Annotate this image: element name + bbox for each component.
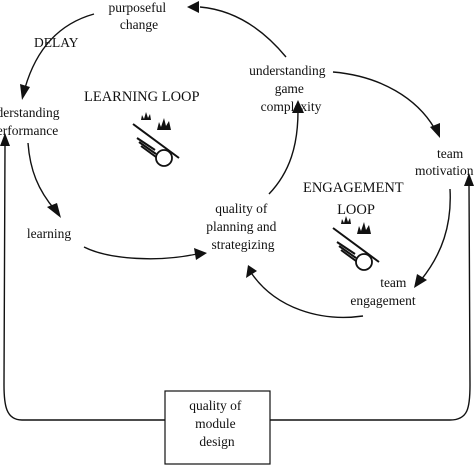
arrowhead-understanding-performance-from-design — [0, 133, 10, 146]
arrowhead-purposeful-change — [187, 1, 199, 13]
arrowhead-understanding-complexity — [292, 100, 304, 113]
link-module-design-to-motivation — [270, 183, 471, 421]
arrowhead-planning-from-engagement — [246, 265, 257, 278]
link-module-design-to-performance — [3, 144, 165, 421]
link-learning-to-planning — [83, 246, 198, 260]
node-quality-of-planning: quality of planning and strategizing — [206, 201, 280, 252]
node-learning: learning — [27, 226, 71, 241]
link-engagement-to-planning — [251, 273, 364, 319]
link-motivation-to-engagement — [420, 188, 451, 281]
node-understanding-performance: understanding performance — [0, 105, 63, 138]
snowball-rolling-downhill-icon — [132, 112, 180, 167]
arrowhead-understanding-performance — [20, 84, 30, 100]
link-planning-to-complexity — [268, 110, 299, 195]
learning-loop-title: LEARNING LOOP — [84, 89, 200, 105]
delay-label: DELAY — [34, 35, 79, 50]
link-purposeful-change-to-performance — [24, 13, 95, 89]
arrowhead-team-engagement — [414, 274, 427, 288]
arrowhead-planning-from-learning — [194, 248, 207, 260]
node-understanding-game-complexity: understanding game complexity — [249, 63, 329, 114]
link-performance-to-learning — [27, 142, 56, 211]
node-purposeful-change: purposeful change — [108, 0, 169, 32]
node-team-motivation: team motivation — [415, 146, 474, 178]
snowball-rolling-downhill-icon — [332, 216, 380, 271]
node-team-engagement: team engagement — [350, 275, 415, 308]
node-module-design-box — [164, 390, 271, 465]
arrowhead-team-motivation-from-design — [464, 173, 474, 186]
link-complexity-to-purposeful-change — [199, 6, 287, 58]
arrowhead-learning — [47, 203, 61, 218]
link-complexity-to-motivation — [332, 71, 437, 132]
arrowhead-team-motivation — [430, 123, 440, 138]
engagement-loop-title: ENGAGEMENT LOOP — [303, 180, 407, 218]
node-quality-of-module-design: quality of module design — [189, 398, 245, 449]
